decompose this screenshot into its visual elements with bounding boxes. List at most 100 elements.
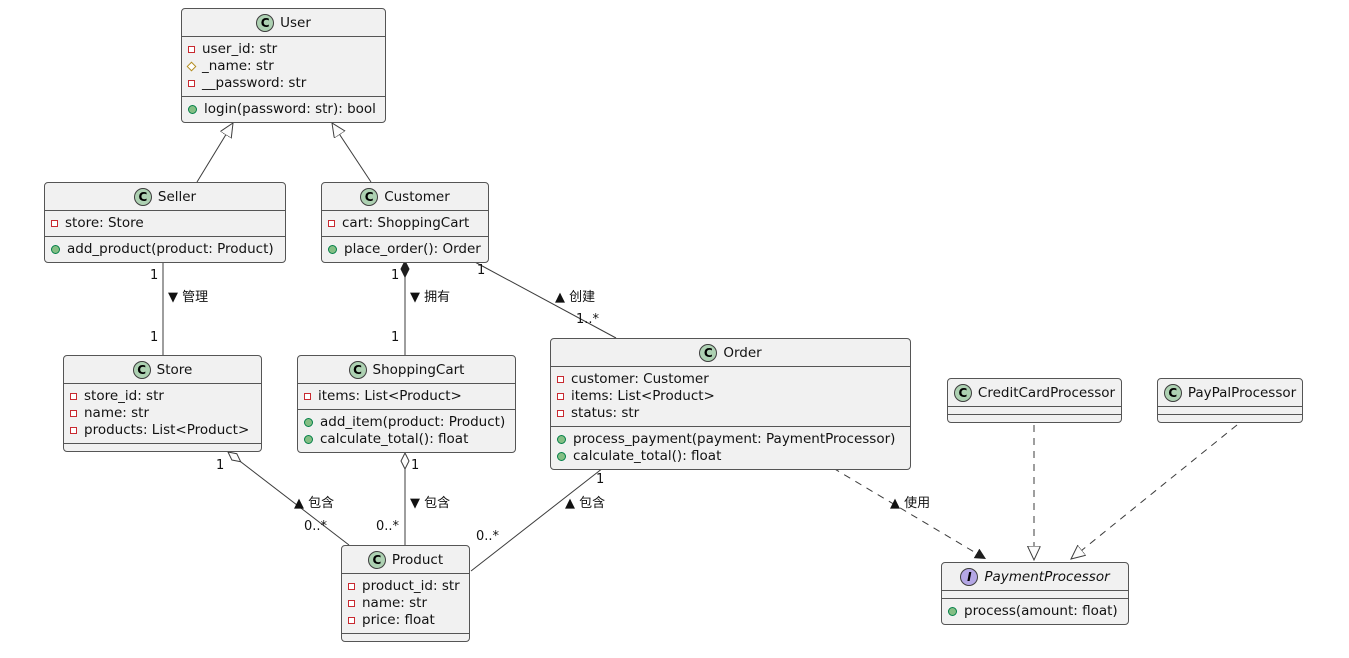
red-square-icon <box>348 600 355 607</box>
edge-order-paymentprocessor-dependency <box>832 467 987 560</box>
multiplicity: 1 <box>391 330 400 345</box>
method-text: process(amount: float) <box>964 603 1118 619</box>
multiplicity: 1 <box>477 263 486 278</box>
method-text: place_order(): Order <box>344 241 481 257</box>
attribute-text: name: str <box>84 405 150 421</box>
green-circle-icon <box>51 245 60 254</box>
attribute-row: customer: Customer <box>557 371 904 388</box>
class-customer: C Customer cart: ShoppingCart place_orde… <box>321 182 489 263</box>
class-title: ShoppingCart <box>372 361 465 378</box>
methods-section: place_order(): Order <box>322 236 488 262</box>
class-shoppingcart: C ShoppingCart items: List<Product> add_… <box>297 355 516 453</box>
class-title: CreditCardProcessor <box>977 384 1116 401</box>
class-store: C Store store_id: str name: str products… <box>63 355 262 452</box>
attribute-text: items: List<Product> <box>571 388 715 404</box>
methods-section-empty <box>1158 414 1302 422</box>
attribute-text: store_id: str <box>84 388 164 404</box>
edge-customer-user-generalization <box>332 123 372 183</box>
method-text: calculate_total(): float <box>320 431 469 447</box>
class-user-header: C User <box>182 9 385 36</box>
attributes-section-empty <box>948 406 1121 414</box>
method-row: calculate_total(): float <box>557 448 904 465</box>
attribute-row: items: List<Product> <box>557 388 904 405</box>
method-row: login(password: str): bool <box>188 101 379 118</box>
class-product: C Product product_id: str name: str pric… <box>341 545 470 642</box>
multiplicity: 1 <box>596 472 605 487</box>
class-user: C User user_id: str _name: str __passwor… <box>181 8 386 123</box>
methods-section-empty <box>342 633 469 641</box>
green-circle-icon <box>948 607 957 616</box>
red-square-icon <box>304 393 311 400</box>
attributes-section: store_id: str name: str products: List<P… <box>64 383 261 443</box>
class-title: Product <box>391 551 444 568</box>
relationship-label: ▲ 使用 <box>890 496 931 511</box>
class-icon: C <box>367 550 386 569</box>
interface-paymentprocessor-header: I PaymentProcessor <box>942 563 1128 590</box>
attributes-section: customer: Customer items: List<Product> … <box>551 366 910 426</box>
relationship-label: ▲ 包含 <box>294 496 335 511</box>
attributes-section: items: List<Product> <box>298 383 515 409</box>
class-icon: C <box>953 383 972 402</box>
red-square-icon <box>348 617 355 624</box>
red-square-icon <box>70 410 77 417</box>
red-square-icon <box>70 393 77 400</box>
attribute-text: products: List<Product> <box>84 422 250 438</box>
class-creditcardprocessor-header: C CreditCardProcessor <box>948 379 1121 406</box>
method-text: login(password: str): bool <box>204 101 376 117</box>
multiplicity: 0..* <box>376 519 400 534</box>
attribute-row: items: List<Product> <box>304 388 509 405</box>
method-row: calculate_total(): float <box>304 431 509 448</box>
attribute-row: status: str <box>557 405 904 422</box>
relationship-label: ▼ 包含 <box>410 496 451 511</box>
relationship-label: ▲ 包含 <box>565 496 606 511</box>
method-text: add_item(product: Product) <box>320 414 506 430</box>
green-circle-icon <box>188 105 197 114</box>
red-square-icon <box>328 220 335 227</box>
attribute-row: cart: ShoppingCart <box>328 215 482 232</box>
multiplicity: 1 <box>150 330 159 345</box>
class-title: Seller <box>157 188 197 205</box>
class-shoppingcart-header: C ShoppingCart <box>298 356 515 383</box>
attribute-text: items: List<Product> <box>318 388 462 404</box>
attribute-row: product_id: str <box>348 578 463 595</box>
attribute-text: __password: str <box>202 75 307 91</box>
red-square-icon <box>51 220 58 227</box>
multiplicity: 1..* <box>576 312 600 327</box>
red-square-icon <box>70 427 77 434</box>
green-circle-icon <box>304 418 313 427</box>
class-title: User <box>280 14 311 31</box>
edge-paypal-paymentprocessor-realization <box>1071 424 1238 559</box>
method-row: process_payment(payment: PaymentProcesso… <box>557 431 904 448</box>
red-square-icon <box>188 80 195 87</box>
multiplicity: 1 <box>411 458 420 473</box>
attribute-text: customer: Customer <box>571 371 709 387</box>
class-icon: C <box>360 187 379 206</box>
green-circle-icon <box>557 435 566 444</box>
methods-section-empty <box>948 414 1121 422</box>
attribute-row: store_id: str <box>70 388 255 405</box>
edge-customer-order <box>472 260 617 339</box>
interface-paymentprocessor: I PaymentProcessor process(amount: float… <box>941 562 1129 625</box>
edge-order-product <box>470 467 604 572</box>
methods-section: add_item(product: Product) calculate_tot… <box>298 409 515 452</box>
red-square-icon <box>188 46 195 53</box>
red-square-icon <box>557 393 564 400</box>
class-title: PayPalProcessor <box>1187 384 1297 401</box>
attributes-section-empty <box>1158 406 1302 414</box>
attribute-row: __password: str <box>188 75 379 92</box>
relationship-label: ▲ 创建 <box>555 290 596 305</box>
class-icon: C <box>256 13 275 32</box>
attribute-text: _name: str <box>202 58 274 74</box>
methods-section-empty <box>64 443 261 451</box>
attribute-row: user_id: str <box>188 41 379 58</box>
green-circle-icon <box>304 435 313 444</box>
multiplicity: 1 <box>391 268 400 283</box>
attributes-section: user_id: str _name: str __password: str <box>182 36 385 96</box>
relationship-label: ▼ 管理 <box>168 290 209 305</box>
orange-diamond-icon <box>186 61 197 72</box>
class-seller: C Seller store: Store add_product(produc… <box>44 182 286 263</box>
attribute-text: user_id: str <box>202 41 278 57</box>
multiplicity: 1 <box>150 268 159 283</box>
class-icon: C <box>133 187 152 206</box>
